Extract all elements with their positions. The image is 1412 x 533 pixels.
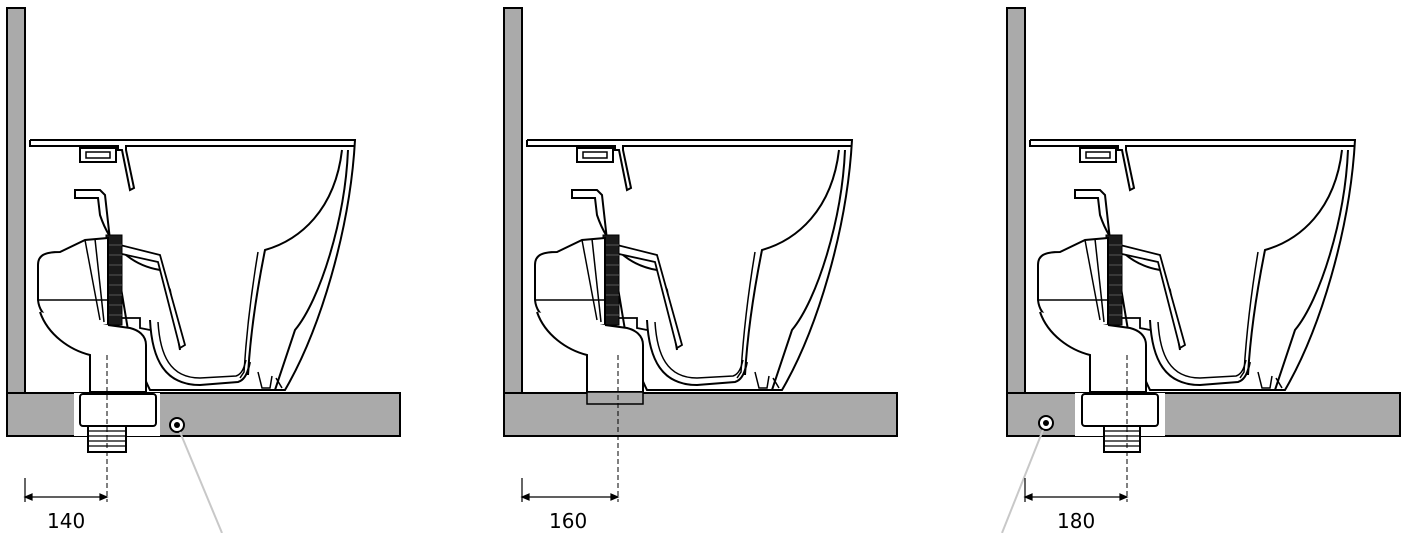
- dimension-label: 160: [549, 509, 587, 533]
- connector-thread: [1103, 425, 1141, 453]
- wall: [1006, 7, 1026, 395]
- floor-slab: [6, 392, 401, 437]
- leader-line: [1001, 429, 1044, 533]
- floor-slab: [503, 392, 898, 437]
- connector-nut: [1081, 393, 1159, 427]
- toilet-bowl: [29, 139, 356, 393]
- floor-slab: [1006, 392, 1401, 437]
- dimension-label: 180: [1057, 509, 1095, 533]
- connector-nut: [79, 393, 157, 427]
- toilet-bowl: [1029, 139, 1356, 393]
- dimension-line: [1023, 478, 1129, 502]
- diagram-right: 180: [1001, 7, 1401, 533]
- leader-line: [179, 431, 223, 533]
- dimension-line: [520, 478, 620, 502]
- dimension-line: [23, 478, 109, 502]
- dimension-label: 140: [47, 509, 85, 533]
- wall: [6, 7, 26, 395]
- diagram-middle: 160: [503, 7, 898, 533]
- toilet-bowl: [526, 139, 853, 393]
- wall: [503, 7, 523, 395]
- floor-socket: [586, 391, 644, 405]
- diagram-left: 140: [6, 7, 401, 533]
